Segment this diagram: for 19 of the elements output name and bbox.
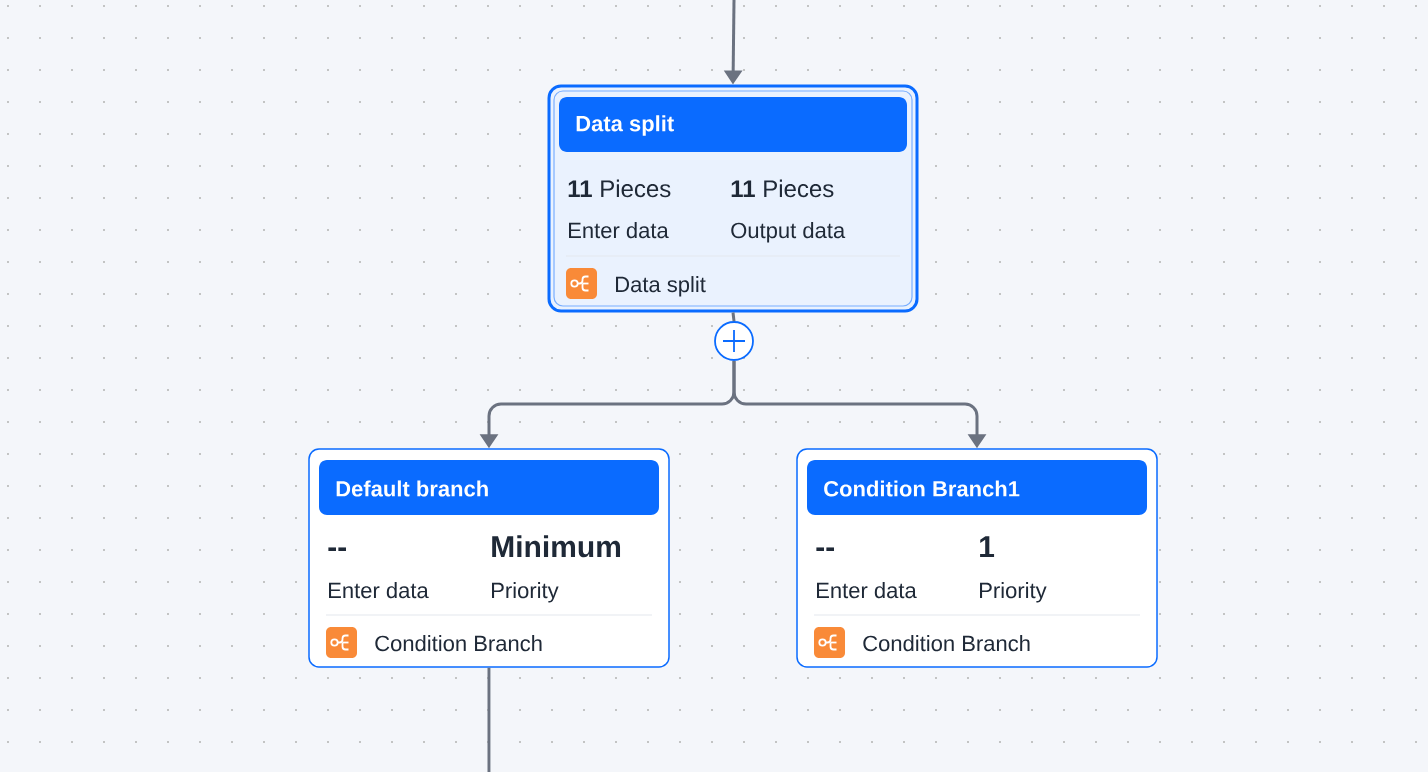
field-label: Priority [492, 582, 559, 603]
node-type-label: Condition Branch [863, 635, 1030, 652]
field-label: Enter data [329, 582, 429, 599]
node-type-label: Data split [616, 276, 706, 297]
value-text: 11 Pieces [568, 179, 671, 198]
header-bar: Default branch [319, 460, 659, 515]
value-text: 11 Pieces [731, 179, 834, 198]
value-text: -- [816, 547, 834, 551]
field-label: Enter data [569, 222, 669, 239]
value-text: 1 [980, 536, 995, 557]
header-bar: Data split [559, 97, 907, 152]
field-label: Output data [731, 222, 846, 243]
value-text: -- [328, 547, 346, 551]
node-type-label: Condition Branch [375, 635, 542, 652]
value-text: Minimum [492, 535, 620, 558]
add-button [714, 321, 754, 361]
field-label: Enter data [817, 582, 917, 599]
field-label: Priority [980, 582, 1047, 603]
header-bar: Condition Branch1 [807, 460, 1147, 515]
